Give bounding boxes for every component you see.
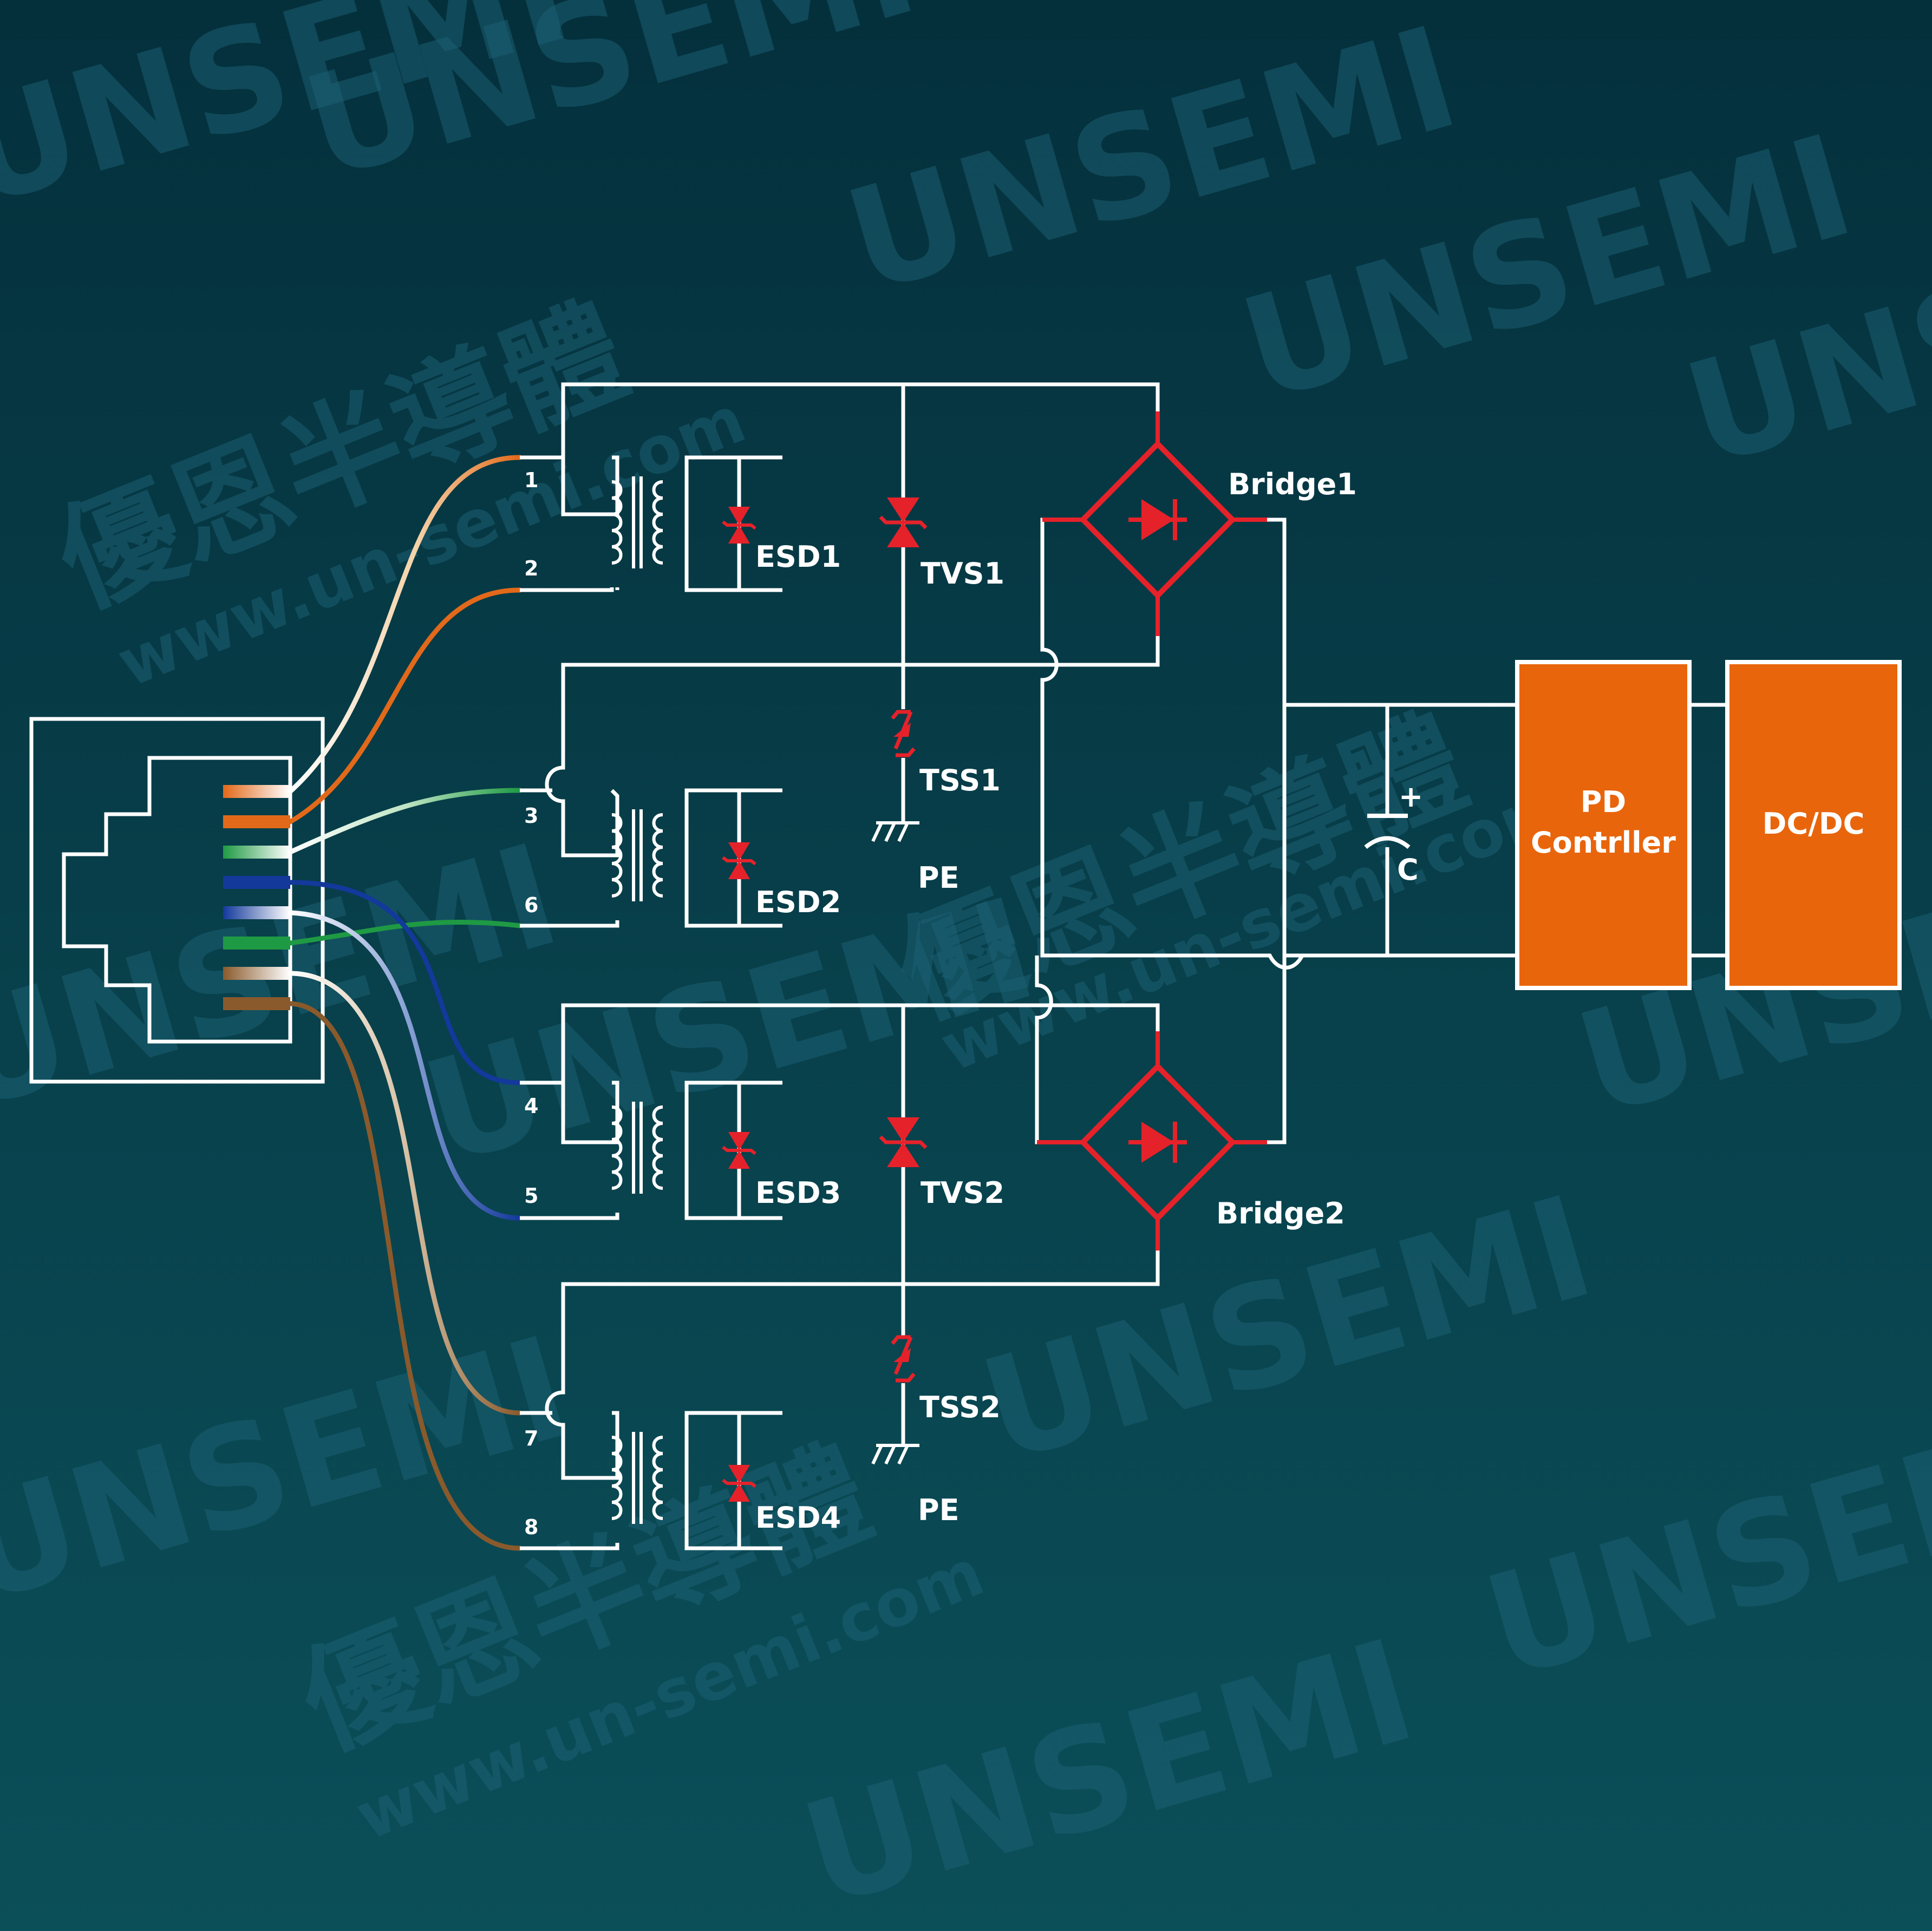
pd-controller-block — [1515, 660, 1692, 990]
wire-pin2 — [288, 587, 523, 824]
cable-pairs — [288, 455, 523, 1551]
pin-2: 2 — [524, 557, 538, 580]
bridge2-rectifier — [1037, 1031, 1267, 1251]
pin-6: 6 — [524, 893, 538, 917]
label-tss1: TSS1 — [919, 763, 1001, 797]
pin-3: 3 — [524, 804, 538, 828]
strip-brown-white — [223, 967, 290, 980]
pin-8: 8 — [524, 1515, 538, 1539]
block-labels: PD Contrller DC/DC — [1531, 785, 1864, 860]
pin-7: 7 — [524, 1426, 538, 1450]
label-tvs1: TVS1 — [921, 557, 1004, 591]
label-esd3: ESD3 — [755, 1176, 841, 1210]
strip-blue-white — [223, 906, 290, 919]
wire-pin3 — [288, 788, 523, 855]
pin-labels: 1 2 3 6 4 5 7 8 — [524, 468, 538, 1539]
strip-green-white — [223, 846, 290, 859]
circuit-wiring — [520, 382, 1727, 1550]
wire-pin5 — [288, 910, 523, 1221]
strip-blue — [223, 876, 290, 889]
polarized-capacitor-icon — [1364, 814, 1411, 849]
label-pe1: PE — [918, 861, 959, 895]
label-tss2: TSS2 — [919, 1390, 1001, 1424]
pin-1: 1 — [524, 468, 538, 492]
label-esd2: ESD2 — [755, 885, 841, 919]
dcdc-label: DC/DC — [1763, 807, 1865, 841]
label-esd1: ESD1 — [755, 540, 841, 574]
pd-label-line2: Contrller — [1531, 826, 1676, 860]
pin-4: 4 — [524, 1094, 538, 1118]
label-cap: C — [1397, 853, 1419, 887]
wire-pin7 — [288, 971, 523, 1416]
rj45-jack-icon — [29, 717, 325, 1084]
wire-pin8 — [288, 1001, 523, 1551]
wire-pin4 — [288, 880, 523, 1085]
label-bridge1: Bridge1 — [1228, 467, 1357, 501]
rj45-wire-strips — [223, 785, 290, 1010]
strip-brown — [223, 997, 290, 1010]
label-bridge2: Bridge2 — [1216, 1196, 1345, 1230]
dcdc-block — [1725, 660, 1902, 990]
strip-green — [223, 937, 290, 950]
strip-orange — [223, 815, 290, 828]
label-esd4: ESD4 — [755, 1501, 841, 1535]
label-cap-plus: + — [1399, 780, 1423, 814]
label-tvs2: TVS2 — [921, 1176, 1004, 1210]
strip-orange-white — [223, 785, 290, 798]
wire-pin1 — [288, 455, 523, 794]
component-labels: ESD1 ESD2 ESD3 ESD4 TVS1 TVS2 TSS1 TSS2 … — [755, 467, 1423, 1535]
pd-label-line1: PD — [1581, 785, 1626, 819]
label-pe2: PE — [918, 1493, 959, 1527]
pin-5: 5 — [524, 1184, 538, 1208]
bridge1-rectifier — [1042, 411, 1267, 636]
